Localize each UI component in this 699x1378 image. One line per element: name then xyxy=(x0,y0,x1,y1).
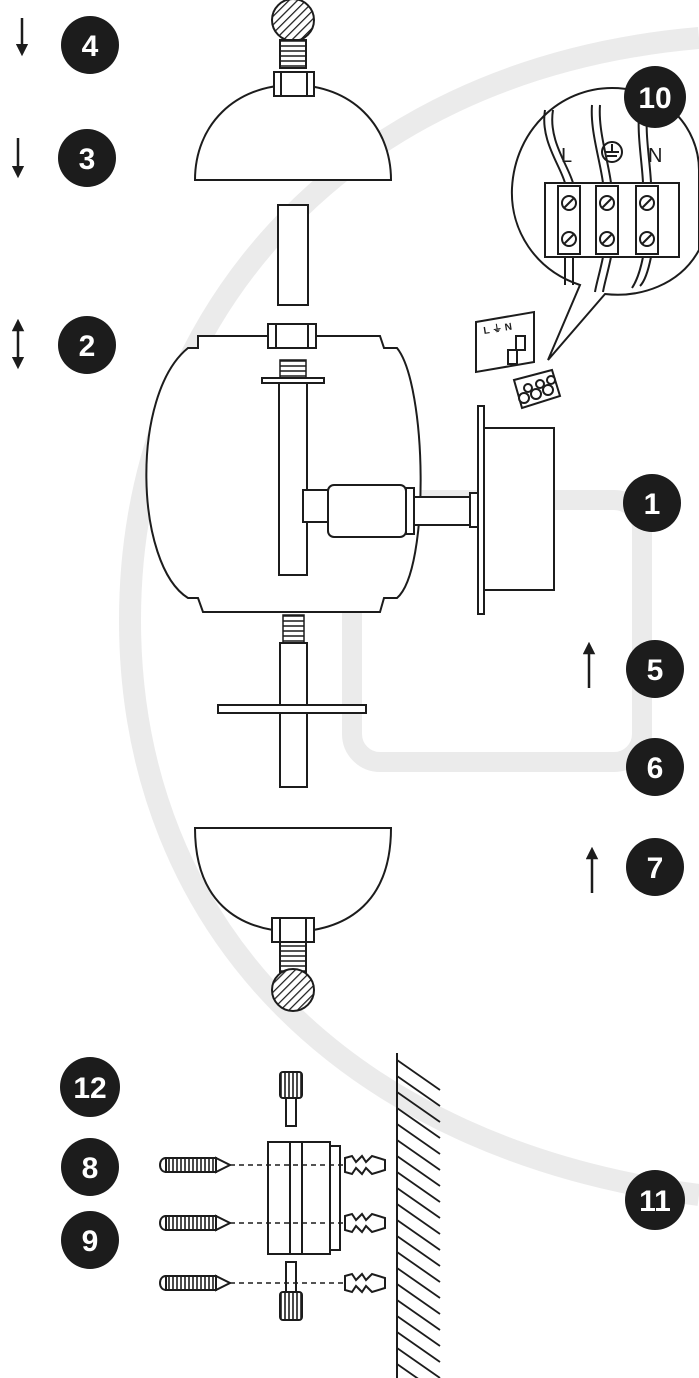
wall-section xyxy=(396,1053,441,1378)
badge-5: 5 xyxy=(626,640,684,698)
top-shade xyxy=(193,71,393,181)
badge-11: 11 xyxy=(625,1170,685,1230)
wall-hatch-line xyxy=(396,1171,441,1203)
lower-rod xyxy=(217,614,367,788)
screw-top-cap xyxy=(279,1071,303,1127)
badge-8: 8 xyxy=(61,1138,119,1196)
terminal-label-live: L xyxy=(561,145,572,167)
screw xyxy=(159,1214,345,1232)
wall-hatch-line xyxy=(396,1315,441,1347)
wall-hatch-line xyxy=(396,1363,419,1378)
wall-plugs xyxy=(344,1154,386,1294)
svg-text:5: 5 xyxy=(647,654,664,687)
plate-label: L ⏚ N xyxy=(483,321,513,337)
lamp-body xyxy=(145,323,479,613)
bottom-finial xyxy=(271,941,315,1012)
wall-hatch-line xyxy=(396,1267,441,1299)
wall-hatch-line xyxy=(396,1139,441,1171)
badge-2: 2 xyxy=(58,316,116,374)
terminal-connector xyxy=(512,368,562,410)
badge-10: 10 xyxy=(624,66,686,128)
earth-ground-icon xyxy=(601,141,623,163)
wall-hatch-line xyxy=(396,1123,441,1155)
wall-hatch-line xyxy=(396,1219,441,1251)
svg-text:6: 6 xyxy=(647,752,664,785)
wall-hatch-line xyxy=(396,1203,441,1235)
wall-hatch-line xyxy=(396,1075,441,1107)
wall-hatch-line xyxy=(396,1251,441,1283)
screw xyxy=(159,1156,345,1174)
wall-hatch-line xyxy=(396,1107,441,1139)
badge-6: 6 xyxy=(626,738,684,796)
wall-mount-box xyxy=(477,405,555,615)
svg-text:8: 8 xyxy=(82,1152,99,1185)
badge-3: 3 xyxy=(58,129,116,187)
badge-7: 7 xyxy=(626,838,684,896)
top-finial xyxy=(271,0,315,69)
svg-text:10: 10 xyxy=(638,82,671,115)
mounting-bracket xyxy=(267,1141,341,1255)
wall-hatch-line xyxy=(396,1235,441,1267)
badge-12: 12 xyxy=(60,1057,120,1117)
svg-text:9: 9 xyxy=(82,1225,99,1258)
wall-hatch-line xyxy=(396,1155,441,1187)
svg-text:1: 1 xyxy=(644,488,661,521)
svg-text:4: 4 xyxy=(82,30,99,63)
wall-hatch-line xyxy=(396,1091,441,1123)
wiring-callout: L N xyxy=(510,86,699,361)
svg-text:2: 2 xyxy=(79,330,96,363)
terminal-label-neutral: N xyxy=(648,145,662,167)
wall-hatch-line xyxy=(396,1059,441,1091)
bottom-shade xyxy=(193,827,393,943)
badge-1: 1 xyxy=(623,474,681,532)
mounting-screws xyxy=(159,1156,345,1292)
wall-hatch-line xyxy=(396,1347,441,1378)
screw xyxy=(159,1274,345,1292)
wall-hatch-line xyxy=(396,1331,441,1363)
svg-text:12: 12 xyxy=(73,1072,106,1105)
svg-text:11: 11 xyxy=(639,1185,671,1218)
screw-bottom-cap xyxy=(279,1261,303,1321)
svg-text:3: 3 xyxy=(79,143,96,176)
wall-hatch-line xyxy=(396,1299,441,1331)
svg-text:7: 7 xyxy=(647,852,664,885)
badge-4: 4 xyxy=(61,16,119,74)
wall-hatch-line xyxy=(396,1187,441,1219)
glass-tube xyxy=(277,204,309,306)
wall-hatch-line xyxy=(396,1283,441,1315)
badge-9: 9 xyxy=(61,1211,119,1269)
terminal-plate: L ⏚ N xyxy=(475,310,535,374)
